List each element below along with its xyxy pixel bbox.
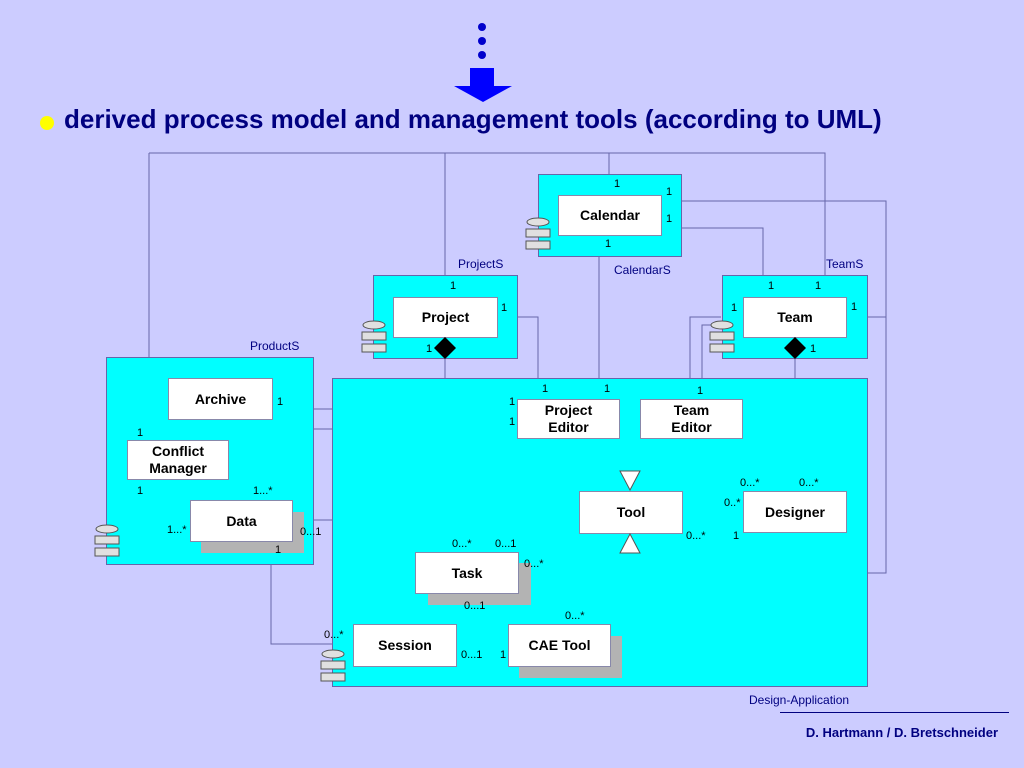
multiplicity-label: 1...* bbox=[167, 524, 187, 536]
multiplicity-label: 0...* bbox=[524, 558, 544, 570]
multiplicity-label: 1 bbox=[731, 302, 738, 314]
down-arrow-icon bbox=[454, 23, 512, 102]
tool-class: Tool bbox=[579, 491, 683, 534]
designer-class: Designer bbox=[743, 491, 847, 533]
calendar-package-label: CalendarS bbox=[614, 263, 671, 277]
multiplicity-label: 0...1 bbox=[464, 600, 486, 612]
multiplicity-label: 1 bbox=[768, 280, 775, 292]
component-icon bbox=[320, 649, 346, 682]
design-package-label: Design-Application bbox=[749, 693, 850, 707]
multiplicity-label: 0...* bbox=[324, 629, 344, 641]
composition-diamond-icon bbox=[784, 337, 806, 359]
calendar-class: Calendar bbox=[558, 195, 662, 236]
multiplicity-label: 1 bbox=[137, 427, 144, 439]
team-editor-class: Team Editor bbox=[640, 399, 743, 439]
multiplicity-label: 1 bbox=[733, 530, 740, 542]
footer-authors: D. Hartmann / D. Bretschneider bbox=[805, 725, 998, 740]
multiplicity-label: 0...* bbox=[740, 477, 760, 489]
multiplicity-label: 1 bbox=[501, 302, 508, 314]
slide-header: derived process model and management too… bbox=[40, 104, 882, 135]
component-icon bbox=[525, 217, 551, 250]
inheritance-triangle-icon bbox=[619, 533, 641, 554]
multiplicity-label: 1 bbox=[604, 383, 611, 395]
multiplicity-label: 1 bbox=[815, 280, 822, 292]
multiplicity-label: 1 bbox=[275, 544, 282, 556]
multiplicity-label: 1 bbox=[500, 649, 507, 661]
slide-title: derived process model and management too… bbox=[64, 104, 882, 134]
team-class: Team bbox=[743, 297, 847, 338]
multiplicity-label: 1 bbox=[605, 238, 612, 250]
session-class: Session bbox=[353, 624, 457, 667]
multiplicity-label: 0...1 bbox=[461, 649, 483, 661]
multiplicity-label: 1 bbox=[542, 383, 549, 395]
cae-tool-class: CAE Tool bbox=[508, 624, 611, 667]
multiplicity-label: 0...1 bbox=[495, 538, 517, 550]
inheritance-triangle-icon bbox=[619, 470, 641, 491]
multiplicity-label: 1 bbox=[666, 213, 673, 225]
project-package-label: ProjectS bbox=[458, 257, 504, 271]
multiplicity-label: 0..* bbox=[724, 497, 741, 509]
footer-rule bbox=[780, 712, 1009, 713]
multiplicity-label: 1...* bbox=[253, 485, 273, 497]
data-class: Data bbox=[190, 500, 293, 542]
multiplicity-label: 1 bbox=[697, 385, 704, 397]
multiplicity-label: 0...1 bbox=[300, 526, 322, 538]
multiplicity-label: 1 bbox=[614, 178, 621, 190]
component-icon bbox=[94, 524, 120, 557]
multiplicity-label: 1 bbox=[509, 416, 516, 428]
multiplicity-label: 1 bbox=[851, 301, 858, 313]
multiplicity-label: 1 bbox=[666, 186, 673, 198]
multiplicity-label: 1 bbox=[509, 396, 516, 408]
multiplicity-label: 1 bbox=[426, 343, 433, 355]
component-icon bbox=[709, 320, 735, 353]
project-editor-class: Project Editor bbox=[517, 399, 620, 439]
product-package-label: ProductS bbox=[250, 339, 300, 353]
component-icon bbox=[361, 320, 387, 353]
multiplicity-label: 1 bbox=[277, 396, 284, 408]
multiplicity-label: 0...* bbox=[686, 530, 706, 542]
project-class: Project bbox=[393, 297, 498, 338]
composition-diamond-icon bbox=[434, 337, 456, 359]
multiplicity-label: 1 bbox=[450, 280, 457, 292]
multiplicity-label: 0...* bbox=[799, 477, 819, 489]
task-class: Task bbox=[415, 552, 519, 594]
bullet-icon bbox=[40, 115, 54, 130]
multiplicity-label: 0...* bbox=[452, 538, 472, 550]
multiplicity-label: 0...* bbox=[565, 610, 585, 622]
team-package-label: TeamS bbox=[826, 257, 864, 271]
multiplicity-label: 1 bbox=[137, 485, 144, 497]
conflict-manager-class: Conflict Manager bbox=[127, 440, 229, 480]
multiplicity-label: 1 bbox=[810, 343, 817, 355]
archive-class: Archive bbox=[168, 378, 273, 420]
